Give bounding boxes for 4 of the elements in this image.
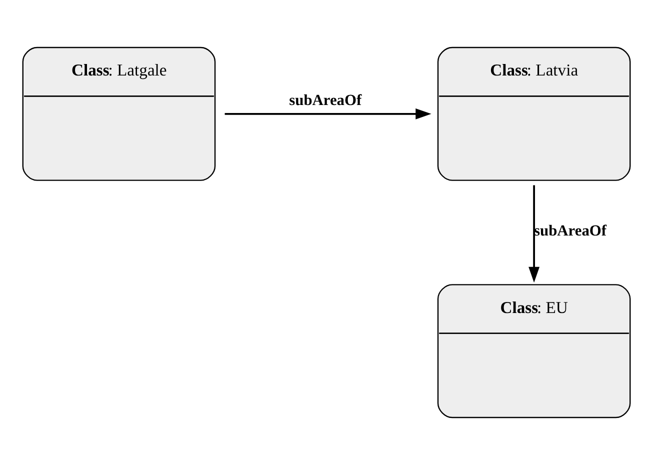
arrow (224, 108, 432, 120)
arrow (528, 185, 540, 283)
edge-label: subAreaOf (289, 92, 362, 109)
edge-label: subAreaOf (534, 222, 607, 240)
